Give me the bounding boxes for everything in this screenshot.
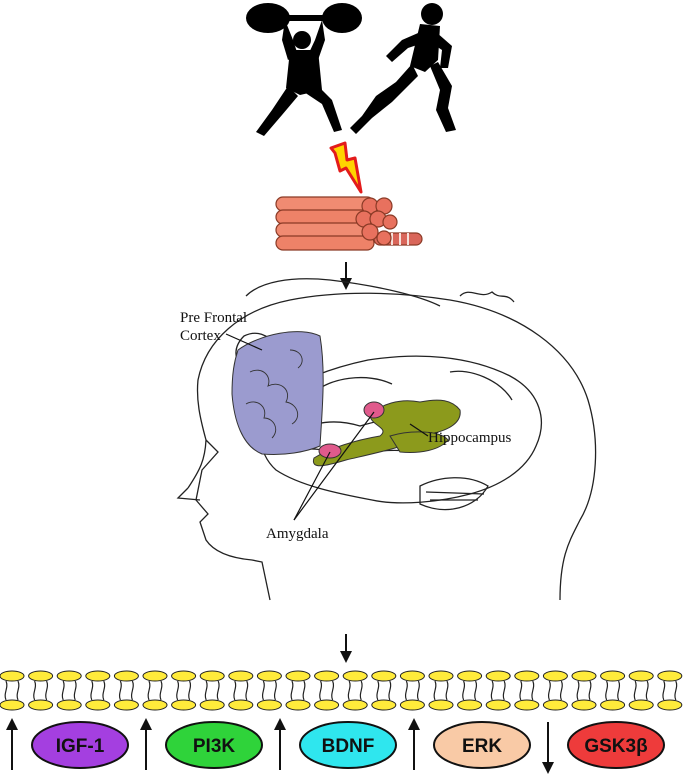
- phospholipid-unit: [285, 670, 311, 711]
- phospholipid-unit: [0, 670, 25, 711]
- phospholipid-unit: [600, 670, 626, 711]
- phospholipid-unit: [113, 670, 139, 711]
- lipid-bilayer-membrane-icon: [0, 670, 683, 711]
- phospholipid-unit: [228, 670, 254, 711]
- molecule-erk: ERK: [408, 718, 531, 770]
- phospholipid-unit: [371, 670, 397, 711]
- label-hippocampus: Hippocampus: [428, 430, 511, 446]
- phospholipid-unit: [314, 670, 340, 711]
- phospholipid-unit: [657, 670, 683, 711]
- phospholipid-unit: [142, 670, 168, 711]
- molecule-oval: [31, 721, 129, 769]
- molecule-oval: [567, 721, 665, 769]
- hippocampus-region: [312, 399, 461, 467]
- phospholipid-unit: [28, 670, 54, 711]
- molecule-gsk3-: GSK3β: [542, 721, 665, 774]
- label-prefrontal-line2: Cortex: [180, 328, 221, 344]
- molecule-label: BDNF: [322, 736, 375, 757]
- molecule-label: IGF-1: [56, 736, 105, 757]
- phospholipid-unit: [457, 670, 483, 711]
- molecule-bdnf: BDNF: [274, 718, 397, 770]
- phospholipid-unit: [485, 670, 511, 711]
- molecule-label: ERK: [462, 736, 502, 757]
- prefrontal-cortex-region: [231, 331, 324, 455]
- phospholipid-unit: [85, 670, 111, 711]
- phospholipid-unit: [428, 670, 454, 711]
- phospholipid-unit: [628, 670, 654, 711]
- molecule-label: PI3K: [193, 736, 236, 757]
- molecule-igf-1: IGF-1: [6, 718, 129, 770]
- muscle-fiber-bundle-icon: [275, 196, 423, 251]
- amygdala-leader-line-1: [293, 411, 375, 521]
- molecule-pi3k: PI3K: [140, 718, 263, 770]
- phospholipid-unit: [199, 670, 225, 711]
- label-amygdala: Amygdala: [266, 526, 329, 542]
- phospholipid-unit: [399, 670, 425, 711]
- amygdala-leader-line-2: [293, 451, 331, 521]
- phospholipid-unit: [171, 670, 197, 711]
- hippocampus-leader-line: [409, 423, 429, 437]
- label-prefrontal-line1: Pre Frontal: [180, 310, 247, 326]
- molecule-oval: [165, 721, 263, 769]
- phospholipid-unit: [542, 670, 568, 711]
- amygdala-region-upper: [363, 401, 385, 419]
- molecule-label: GSK3β: [584, 736, 647, 757]
- lightning-bolt-icon: [329, 141, 363, 194]
- runner-silhouette-icon: [350, 3, 456, 134]
- phospholipid-unit: [514, 670, 540, 711]
- phospholipid-unit: [342, 670, 368, 711]
- molecule-oval: [433, 721, 531, 769]
- head-profile-brain-icon: [176, 278, 597, 601]
- signaling-molecule-row: IGF-1 PI3K BDNF ERK GSK3β: [6, 718, 665, 774]
- prefrontal-cortex-gyri: [245, 349, 303, 439]
- prefrontal-leader-line: [225, 333, 263, 351]
- amygdala-region-lower: [318, 443, 342, 459]
- phospholipid-unit: [256, 670, 282, 711]
- molecule-oval: [299, 721, 397, 769]
- phospholipid-unit: [56, 670, 82, 711]
- weightlifter-silhouette-icon: [246, 3, 362, 136]
- phospholipid-unit: [571, 670, 597, 711]
- hippocampus-tail: [389, 431, 449, 453]
